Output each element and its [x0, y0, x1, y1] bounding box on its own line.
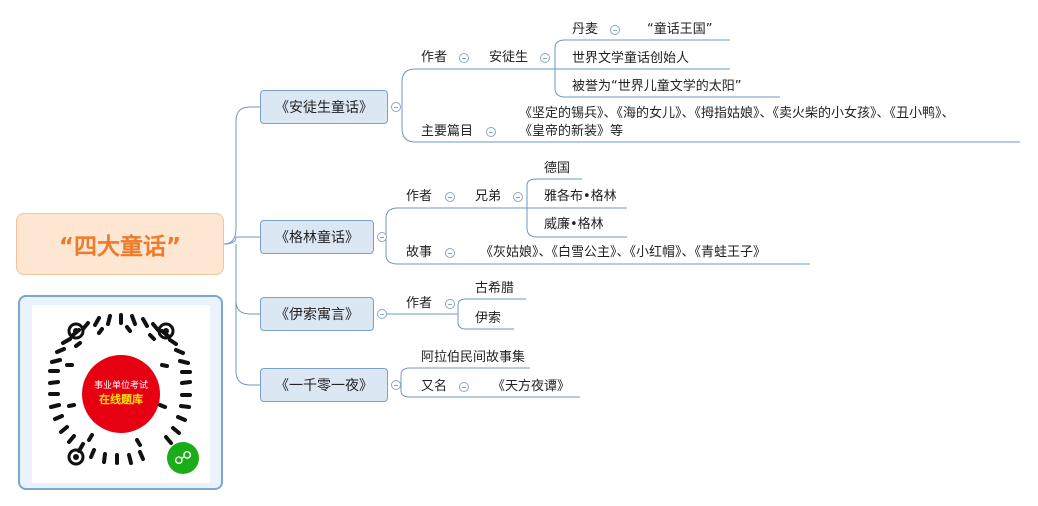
grimm-fact: 德国	[544, 161, 571, 176]
grimm-author-label: 作者	[406, 189, 433, 204]
collapse-icon[interactable]	[445, 192, 455, 202]
aesop-fact: 古希腊	[475, 281, 515, 296]
andersen-fact: 被誉为“世界儿童文学的太阳”	[572, 79, 742, 94]
arabian-alias: 《天方夜谭》	[492, 379, 571, 394]
topic-grimm[interactable]: 《格林童话》	[260, 220, 374, 254]
collapse-icon[interactable]	[459, 382, 469, 392]
qr-code-card[interactable]: 事业单位考试 在线题库 ☍	[18, 295, 223, 490]
grimm-fact: 雅各布•格林	[544, 189, 617, 204]
collapse-icon[interactable]	[610, 25, 620, 35]
collapse-icon[interactable]	[486, 127, 496, 137]
aesop-author-label: 作者	[406, 296, 433, 311]
andersen-fact: 世界文学童话创始人	[572, 51, 690, 66]
arabian-origin: 阿拉伯民间故事集	[421, 350, 526, 365]
grimm-stories-label: 故事	[406, 245, 433, 260]
mini-program-icon: ☍	[167, 442, 199, 474]
collapse-icon[interactable]	[445, 299, 455, 309]
andersen-author: 安徒生	[489, 50, 529, 65]
andersen-fact: “童话王国”	[647, 22, 713, 37]
qr-code: 事业单位考试 在线题库 ☍	[32, 305, 210, 483]
andersen-fact: 丹麦	[572, 22, 599, 37]
andersen-works: 《坚定的锡兵》、《海的女儿》、《拇指姑娘》、《卖火柴的小女孩》、《丑小鸭》、	[519, 106, 955, 121]
aesop-fact: 伊索	[475, 311, 502, 326]
collapse-icon[interactable]	[445, 248, 455, 258]
collapse-icon[interactable]	[513, 192, 523, 202]
grimm-stories: 《灰姑娘》、《白雪公主》、《小红帽》、《青蛙王子》	[480, 245, 767, 260]
qr-badge-line1: 事业单位考试	[93, 381, 148, 391]
qr-badge: 事业单位考试 在线题库	[82, 355, 160, 433]
grimm-fact: 威廉•格林	[544, 217, 604, 232]
collapse-icon[interactable]	[391, 102, 401, 112]
topic-aesop[interactable]: 《伊索寓言》	[260, 297, 374, 331]
arabian-alias-label: 又名	[421, 379, 448, 394]
collapse-icon[interactable]	[391, 380, 401, 390]
andersen-works-label: 主要篇目	[421, 124, 474, 139]
qr-pattern-icon	[48, 313, 192, 466]
collapse-icon[interactable]	[377, 309, 387, 319]
topic-andersen[interactable]: 《安徒生童话》	[260, 90, 388, 124]
collapse-icon[interactable]	[459, 53, 469, 63]
topic-arabian[interactable]: 《一千零一夜》	[260, 368, 388, 402]
root-node[interactable]: “四大童话”	[16, 213, 224, 275]
collapse-icon[interactable]	[377, 232, 387, 242]
andersen-author-label: 作者	[421, 50, 448, 65]
collapse-icon[interactable]	[540, 53, 550, 63]
grimm-author: 兄弟	[475, 189, 502, 204]
qr-badge-line2: 在线题库	[99, 393, 143, 406]
andersen-works: 《皇帝的新装》等	[519, 124, 624, 139]
